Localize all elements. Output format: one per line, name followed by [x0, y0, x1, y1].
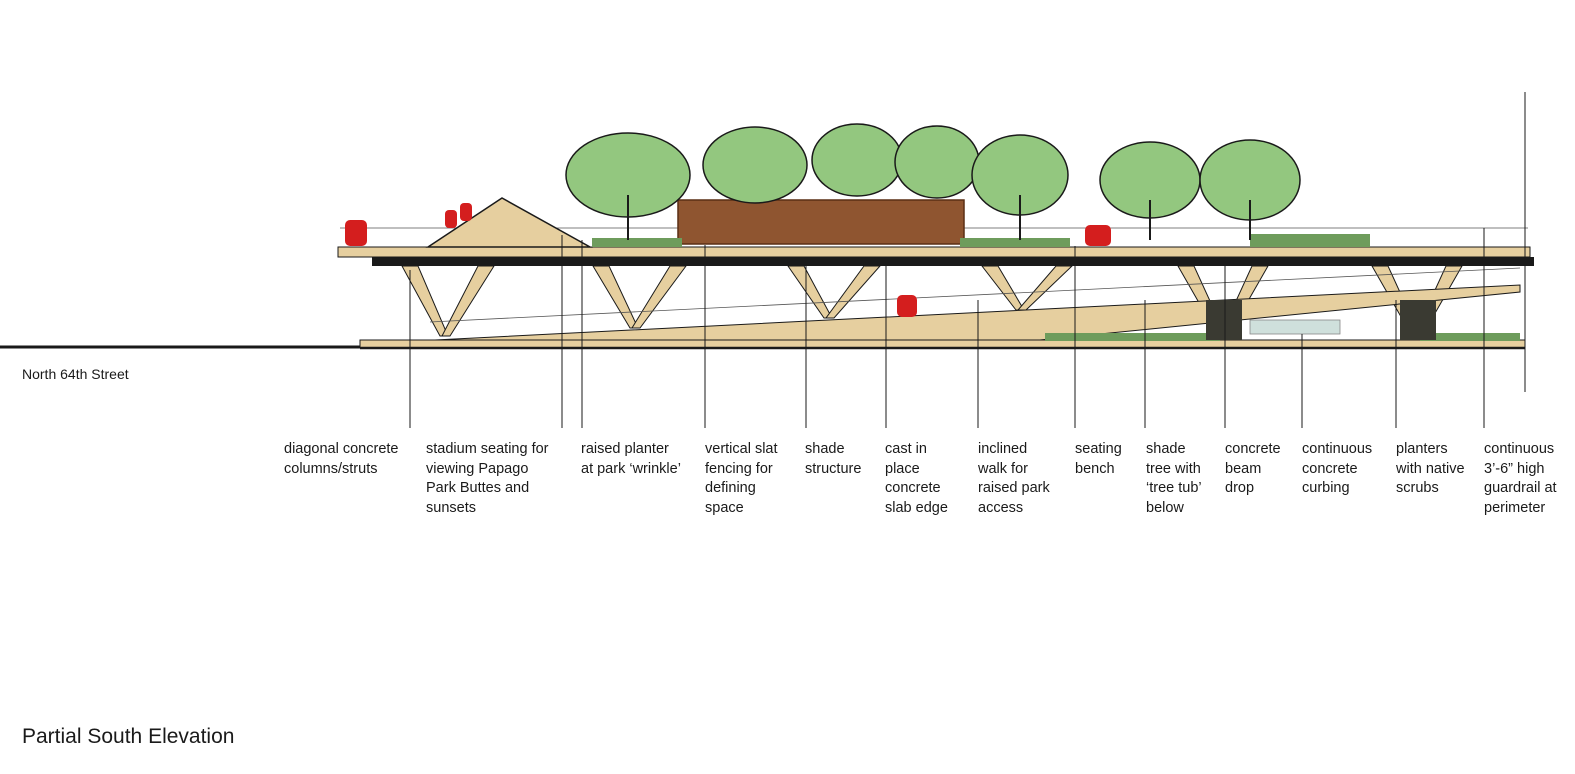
strut [592, 265, 639, 329]
tree-tub [1400, 300, 1436, 340]
tree-canopy [811, 123, 903, 197]
callout-slab-edge: cast in place concrete slab edge [885, 441, 948, 516]
tree-canopy [702, 126, 808, 204]
shrub-strip [960, 238, 1070, 247]
tree-trunks [627, 195, 1251, 240]
street-label: North 64th Street [22, 366, 129, 382]
callout-raised-planter: raised planter at park ‘wrinkle’ [581, 441, 681, 477]
strut [441, 265, 495, 337]
shrub-strip [1420, 333, 1520, 341]
drawing-title: Partial South Elevation [22, 725, 235, 748]
water-feature [1249, 319, 1341, 335]
main-deck-slab [337, 246, 1531, 258]
callout-diagonal-columns: diagonal concrete columns/struts [284, 441, 399, 477]
figure [445, 210, 457, 228]
callout-seating-bench: seating bench [1075, 441, 1122, 477]
shrub-strip [592, 238, 682, 247]
strut [825, 265, 882, 319]
tree-canopy [894, 125, 980, 199]
people-figures [345, 203, 1111, 317]
callout-guardrail: continuous 3’-6” high guardrail at perim… [1484, 441, 1557, 516]
deck-edge-beam [372, 257, 1534, 266]
callout-inclined-walk: inclined walk for raised park access [978, 441, 1050, 516]
strut [980, 265, 1025, 311]
tree-canopies [565, 123, 1301, 221]
callout-shade-tree: shade tree with ‘tree tub’ below [1146, 441, 1202, 516]
ramp-railing [429, 267, 1521, 323]
callout-concrete-curbing: continuous concrete curbing [1302, 441, 1373, 496]
stadium-seating [425, 197, 593, 248]
figure [345, 220, 367, 246]
shrub-strip [1045, 333, 1220, 341]
tree-tub [1206, 300, 1242, 340]
figure [1085, 225, 1111, 246]
strut [787, 265, 833, 319]
callout-slat-fencing: vertical slat fencing for defining space [705, 441, 778, 516]
callout-native-planters: planters with native scrubs [1396, 441, 1465, 496]
callout-stadium-seating: stadium seating for viewing Papago Park … [426, 441, 549, 516]
callout-beam-drop: concrete beam drop [1225, 441, 1281, 496]
strut [631, 265, 687, 329]
shade-structure [677, 199, 965, 245]
figure [460, 203, 472, 221]
shrub-strip [1250, 234, 1370, 247]
strut [1016, 265, 1074, 311]
figure [897, 295, 917, 317]
strut [401, 265, 449, 337]
callout-leaders [409, 228, 1485, 428]
callout-shade-structure: shade structure [805, 441, 862, 477]
planting-strips [592, 234, 1520, 341]
